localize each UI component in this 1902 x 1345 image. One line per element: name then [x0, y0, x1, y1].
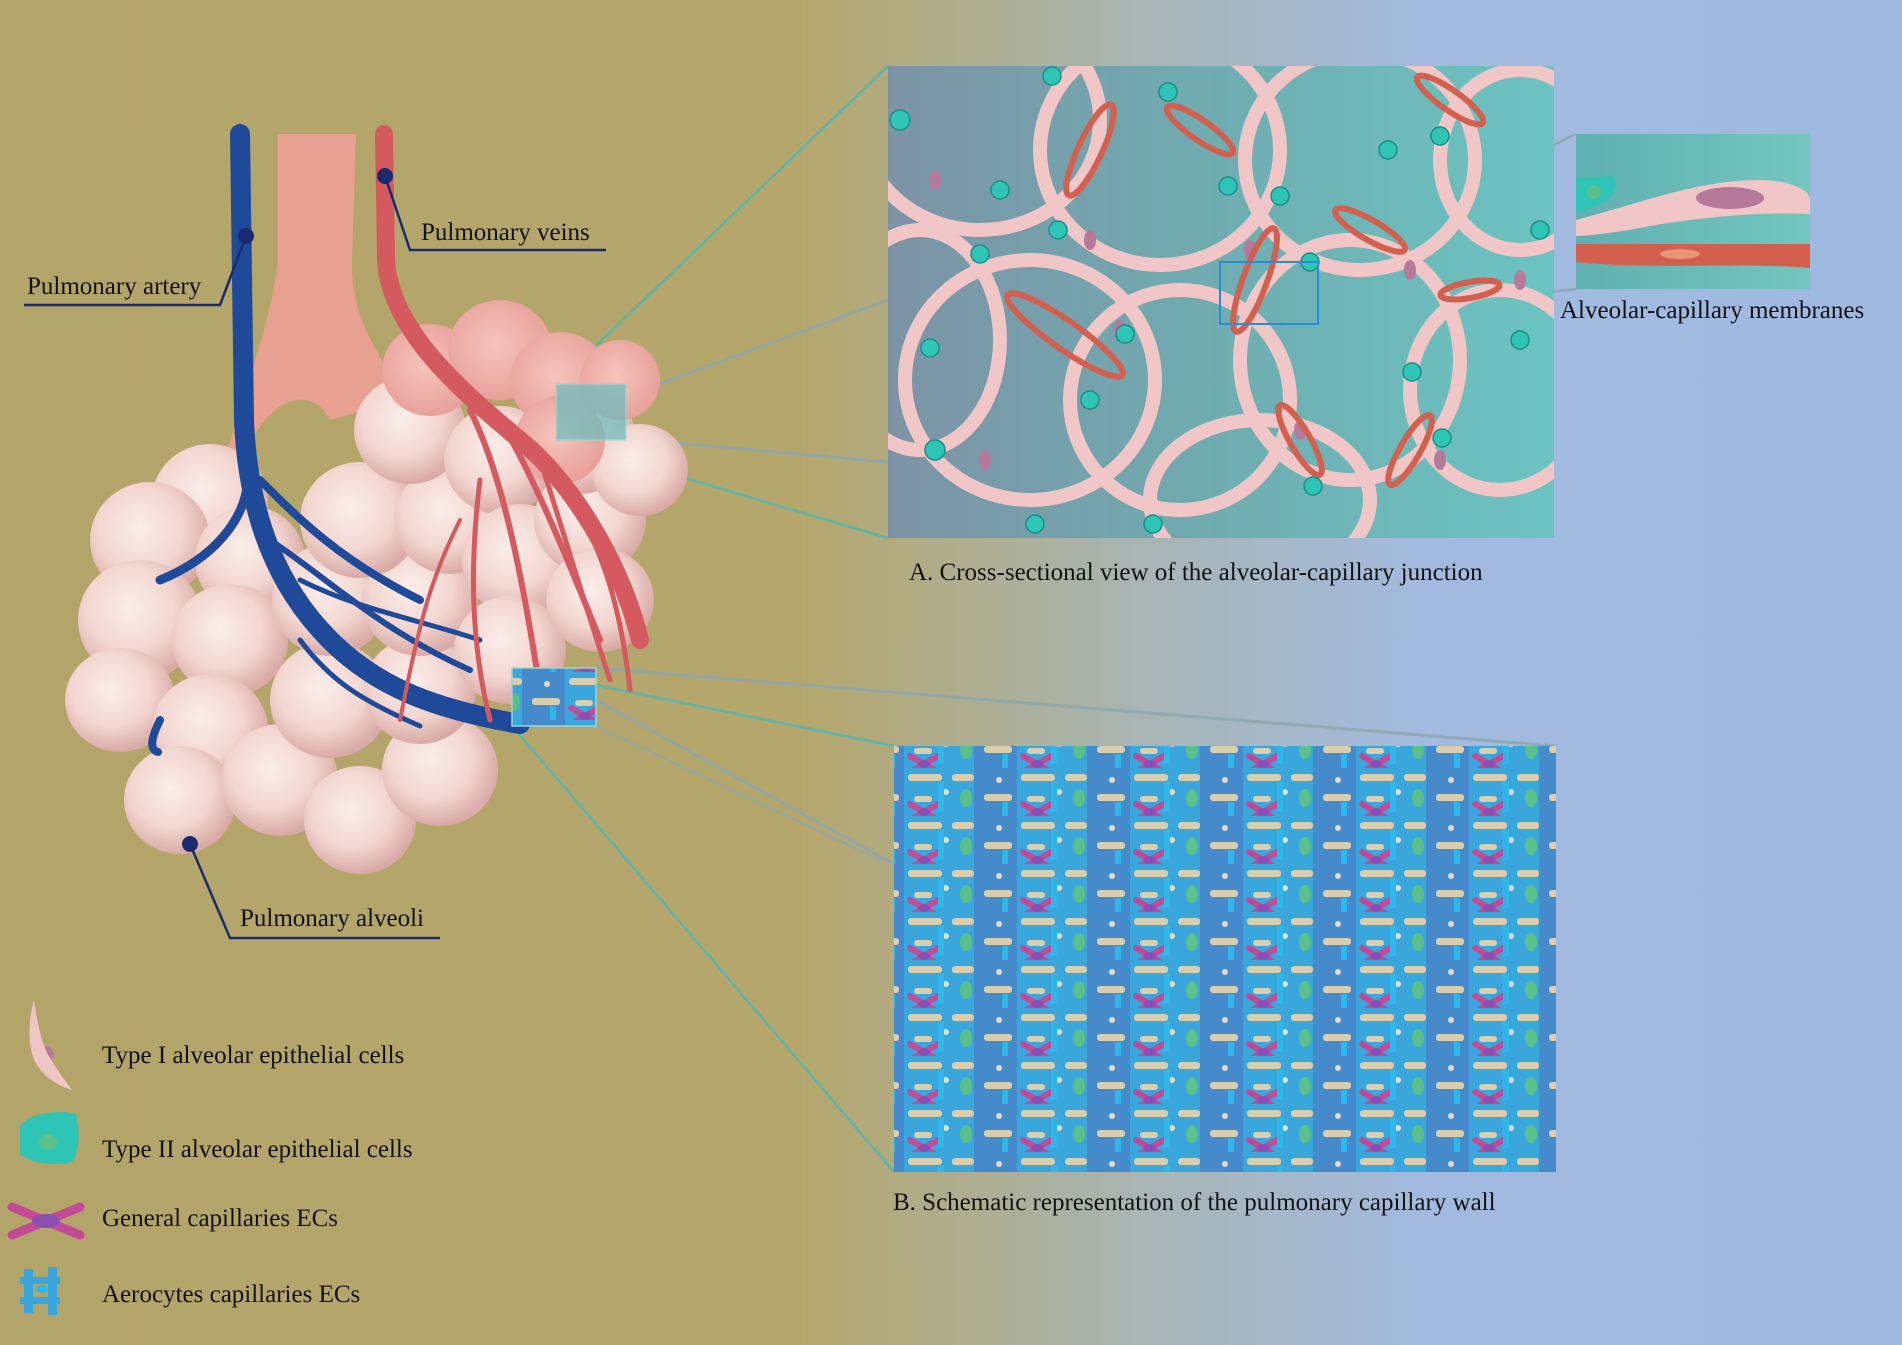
bronchus: [225, 134, 400, 470]
zoom-source-a: [555, 383, 627, 441]
panel-membrane: [1576, 134, 1810, 289]
leader-lines: [24, 175, 606, 940]
legend-item-aerocyte-ec-label: Aerocytes capillaries ECs: [102, 1281, 361, 1308]
membrane-label: Alveolar-capillary membranes: [1560, 297, 1865, 324]
legend-item-type1-label: Type I alveolar epithelial cells: [102, 1042, 405, 1069]
pulmonary-alveoli-label: Pulmonary alveoli: [240, 905, 424, 932]
legend-item-general-ec-label: General capillaries ECs: [102, 1205, 339, 1232]
pulmonary-artery-label: Pulmonary artery: [27, 273, 202, 300]
legend-item-type2-label: Type II alveolar epithelial cells: [102, 1136, 413, 1163]
caption-b: B. Schematic representation of the pulmo…: [893, 1189, 1496, 1216]
caption-a: A. Cross-sectional view of the alveolar-…: [909, 559, 1483, 586]
type1-epithelial-cell-icon: [29, 1000, 72, 1090]
panel-a-cross-section: [888, 66, 1554, 538]
pulmonary-veins-label: Pulmonary veins: [421, 219, 590, 246]
zoom-source-b: [511, 667, 597, 727]
leader-dots: [182, 168, 393, 852]
general-capillary-ec-icon: [7, 1202, 85, 1240]
zoom-lines-b: [511, 666, 1557, 1173]
pulmonary-veins-vessel: [375, 125, 649, 723]
panel-b-capillary-wall: [894, 746, 1556, 1172]
aerocyte-ec-icon: [20, 1267, 60, 1315]
type2-epithelial-cell-icon: [20, 1112, 79, 1164]
pulmonary-artery-vessel: [148, 124, 530, 756]
